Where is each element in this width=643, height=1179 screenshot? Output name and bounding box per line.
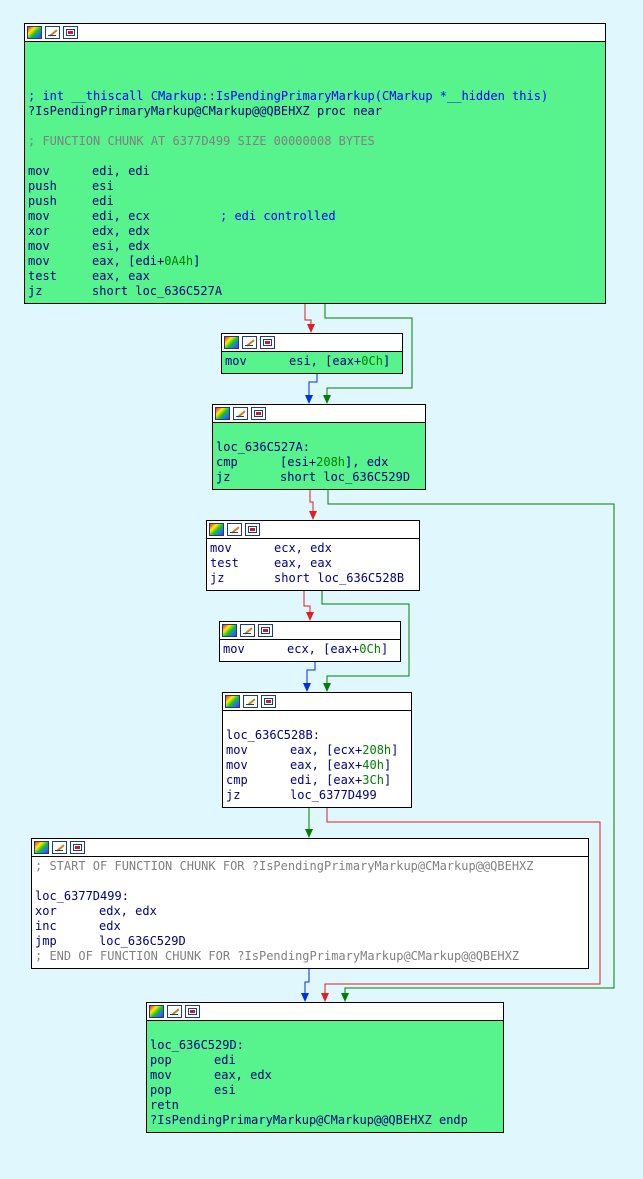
flowchart-icon[interactable]	[258, 624, 273, 637]
graph-overview-icon[interactable]	[224, 336, 239, 349]
edge-n5-n6	[303, 662, 316, 692]
function-prototype: ; int __thiscall CMarkup::IsPendingPrima…	[28, 89, 549, 103]
edge-n2-n3	[305, 374, 318, 404]
node-header	[207, 521, 419, 539]
edit-icon[interactable]	[242, 336, 257, 349]
node-function-entry[interactable]: ; int __thiscall CMarkup::IsPendingPrima…	[24, 23, 606, 304]
edit-icon[interactable]	[52, 841, 67, 854]
node-header	[213, 405, 425, 423]
edge-n3-n4	[309, 490, 317, 520]
code-label[interactable]: loc_636C529D:	[150, 1038, 244, 1052]
edge-n4-n6	[321, 591, 410, 692]
graph-overview-icon[interactable]	[209, 523, 224, 536]
graph-overview-icon[interactable]	[222, 624, 237, 637]
edge-n1-n2	[304, 304, 315, 333]
node-header	[223, 693, 411, 711]
code-label[interactable]: loc_6377D499:	[35, 889, 129, 903]
edge-n1-n3	[323, 304, 413, 404]
graph-overview-icon[interactable]	[225, 695, 240, 708]
flowchart-icon[interactable]	[251, 407, 266, 420]
node-header	[222, 334, 402, 352]
edit-icon[interactable]	[240, 624, 255, 637]
edge-n3-n8	[327, 490, 615, 1002]
flowchart-icon[interactable]	[63, 26, 78, 39]
flowchart-icon[interactable]	[185, 1005, 200, 1018]
endp-line[interactable]: ?IsPendingPrimaryMarkup@CMarkup@@QBEHXZ …	[150, 1113, 468, 1127]
graph-overview-icon[interactable]	[34, 841, 49, 854]
edge-n7-n8	[301, 969, 310, 1002]
edge-n6-n8	[321, 808, 601, 1002]
edge-n4-n5	[303, 591, 314, 621]
graph-overview-icon[interactable]	[149, 1005, 164, 1018]
graph-overview-icon[interactable]	[27, 26, 42, 39]
proc-line[interactable]: ?IsPendingPrimaryMarkup@CMarkup@@QBEHXZ …	[28, 104, 383, 118]
chunk-end-comment: ; END OF FUNCTION CHUNK FOR ?IsPendingPr…	[35, 949, 520, 963]
edit-icon[interactable]	[45, 26, 60, 39]
code-label[interactable]: loc_636C528B:	[226, 728, 320, 742]
edge-n6-n7	[305, 808, 313, 838]
asm-line[interactable]: cmp[esi+208h], edx	[216, 455, 389, 469]
flowchart-icon[interactable]	[261, 695, 276, 708]
node-function-chunk[interactable]: ; START OF FUNCTION CHUNK FOR ?IsPending…	[31, 838, 589, 969]
edit-icon[interactable]	[167, 1005, 182, 1018]
edit-icon[interactable]	[243, 695, 258, 708]
asm-line[interactable]: retn	[150, 1098, 179, 1112]
flowchart-icon[interactable]	[260, 336, 275, 349]
graph-overview-icon[interactable]	[215, 407, 230, 420]
chunk-comment: ; FUNCTION CHUNK AT 6377D499 SIZE 000000…	[28, 134, 375, 148]
flowchart-icon[interactable]	[245, 523, 260, 536]
code-label[interactable]: loc_636C527A:	[216, 440, 310, 454]
chunk-start-comment: ; START OF FUNCTION CHUNK FOR ?IsPending…	[35, 859, 534, 873]
flowchart-icon[interactable]	[70, 841, 85, 854]
node-header	[220, 622, 400, 640]
node-header	[147, 1003, 503, 1021]
edit-icon[interactable]	[233, 407, 248, 420]
edit-icon[interactable]	[227, 523, 242, 536]
comment: ; edi controlled	[220, 209, 336, 223]
node-header	[25, 24, 605, 42]
node-header	[32, 839, 588, 857]
